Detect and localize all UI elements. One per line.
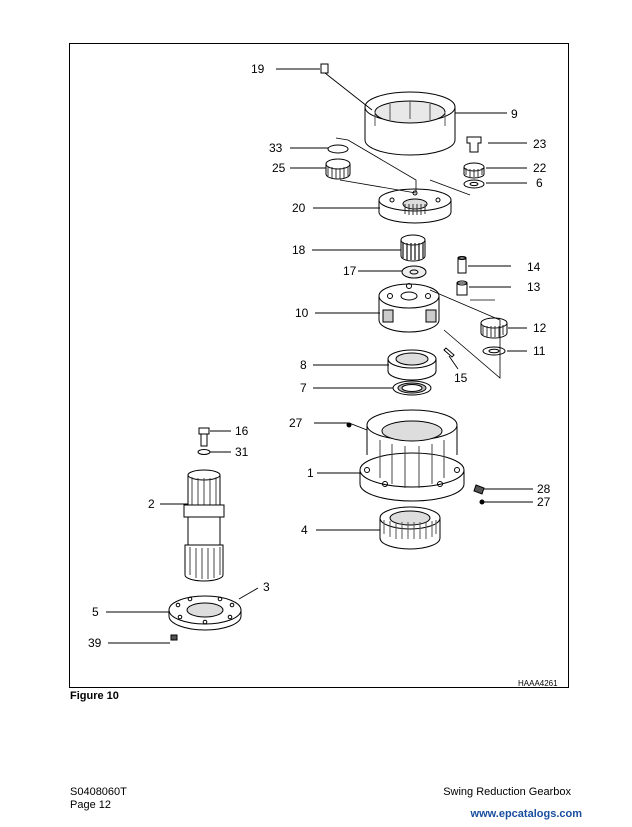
part-4-bearing xyxy=(379,506,441,550)
doc-number: S0408060T xyxy=(70,786,127,798)
watermark-text: www.epcatalogs.com xyxy=(470,808,582,820)
part-19-bolt xyxy=(320,63,329,74)
callout-12: 12 xyxy=(533,321,547,335)
part-9-ring-gear xyxy=(364,91,456,156)
part-28-plug xyxy=(473,484,485,495)
part-10-planet-carrier xyxy=(378,283,440,333)
callout-13: 13 xyxy=(527,280,541,294)
callout-8: 8 xyxy=(300,358,307,372)
assembly-guides xyxy=(335,137,501,379)
part-6-washer xyxy=(463,179,485,189)
callout-labels: 19 9 33 23 25 22 6 20 18 17 14 13 10 12 … xyxy=(88,62,558,688)
part-8-bearing xyxy=(387,349,437,381)
callout-6: 6 xyxy=(536,176,543,190)
leader-lines xyxy=(106,68,533,644)
callout-9: 9 xyxy=(511,107,518,121)
callout-28: 28 xyxy=(537,482,551,496)
part-18-sun-gear xyxy=(400,234,426,262)
part-14-pin xyxy=(457,256,467,274)
callout-14: 14 xyxy=(527,260,541,274)
callout-39: 39 xyxy=(88,636,102,650)
drawing-code: HAAA4261 xyxy=(518,679,558,688)
part-13-bush xyxy=(456,280,468,296)
callout-27-top: 27 xyxy=(289,416,303,430)
callout-33: 33 xyxy=(269,141,283,155)
part-33-snap-ring xyxy=(327,144,349,154)
part-2-pinion-shaft xyxy=(183,469,225,582)
callout-3: 3 xyxy=(263,580,270,594)
section-title: Swing Reduction Gearbox xyxy=(443,786,571,798)
callout-31: 31 xyxy=(235,445,249,459)
part-16-bolt xyxy=(198,427,210,447)
figure-frame xyxy=(69,43,569,688)
callout-23: 23 xyxy=(533,137,547,151)
callout-2: 2 xyxy=(148,497,155,511)
part-39-bolt xyxy=(170,634,178,641)
part-3-flange xyxy=(168,595,242,631)
callout-19: 19 xyxy=(251,62,265,76)
part-25-planet-gear xyxy=(325,158,351,180)
figure-caption: Figure 10 xyxy=(70,690,119,702)
callout-7: 7 xyxy=(300,381,307,395)
part-11-washer xyxy=(482,346,506,356)
callout-17: 17 xyxy=(343,264,357,278)
part-23-cap xyxy=(466,136,482,153)
callout-11: 11 xyxy=(533,344,546,358)
part-12-planet-gear xyxy=(480,317,508,339)
callout-4: 4 xyxy=(301,523,308,537)
callout-22: 22 xyxy=(533,161,547,175)
callout-1: 1 xyxy=(307,466,314,480)
callout-15: 15 xyxy=(454,371,468,385)
page-number: Page 12 xyxy=(70,799,111,811)
part-15-spring-pin xyxy=(443,347,455,358)
part-7-seal xyxy=(392,380,432,396)
part-22-gear xyxy=(463,162,485,179)
callout-20: 20 xyxy=(292,201,306,215)
callout-16: 16 xyxy=(235,424,249,438)
part-1-housing xyxy=(359,409,465,502)
callout-25: 25 xyxy=(272,161,286,175)
part-31-washer xyxy=(197,449,211,455)
part-20-carrier-plate xyxy=(378,188,452,224)
part-17-thrust-washer xyxy=(401,265,427,279)
callout-27-bottom: 27 xyxy=(537,495,551,509)
callout-5: 5 xyxy=(92,605,99,619)
callout-18: 18 xyxy=(292,243,306,257)
callout-10: 10 xyxy=(295,306,309,320)
